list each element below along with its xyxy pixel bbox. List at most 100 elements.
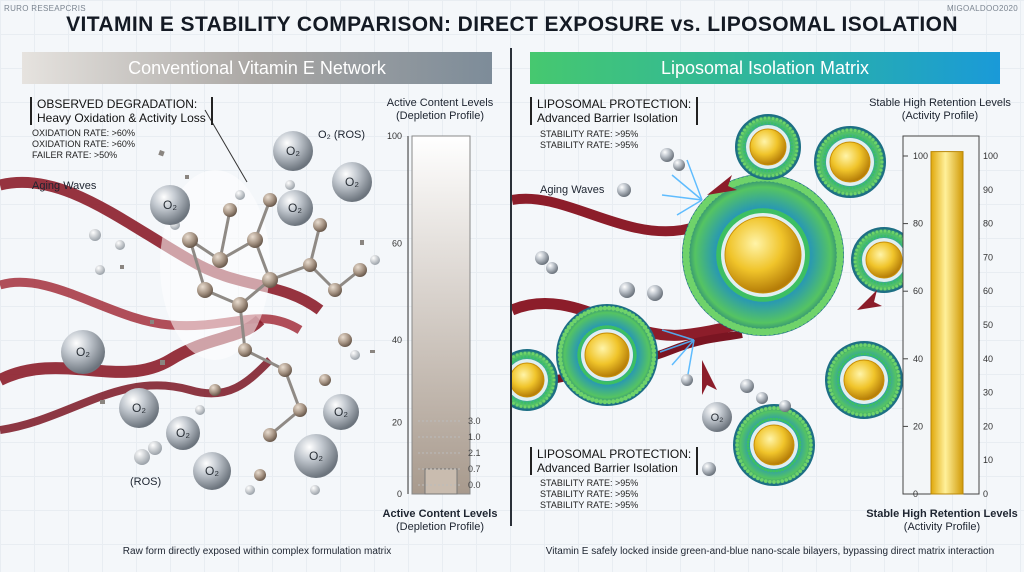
stat-line: STABILITY RATE: >95% [540, 129, 639, 139]
lipid-head [895, 366, 899, 370]
lipid-head [752, 120, 755, 124]
lipid-head-inner [778, 468, 782, 472]
lipid-head [887, 287, 891, 291]
lipid-head-inner [756, 463, 760, 467]
lipid-head-inner [542, 394, 546, 397]
lipid-head-inner [824, 168, 827, 172]
lipid-head-inner [749, 454, 753, 458]
left-chart-footer-line1: Active Content Levels [382, 508, 498, 520]
lipid-head [788, 164, 792, 168]
right-caption: Vitamin E safely locked inside green-and… [545, 546, 995, 557]
lipid-head [875, 230, 879, 234]
lipid-head-inner [839, 136, 843, 139]
lipid-head [539, 401, 542, 405]
lipid-head-inner [863, 404, 867, 408]
oxygen-spheres-left [61, 131, 372, 490]
lipid-head-inner [603, 325, 608, 329]
degradation-title: OBSERVED DEGRADATION: [37, 97, 198, 111]
lipid-head-inner [749, 162, 752, 165]
lipid-head-inner [548, 382, 551, 385]
lipid-head-inner [783, 466, 787, 470]
lipid-head [871, 182, 875, 186]
lipid-head [859, 413, 863, 417]
lipid-head [626, 311, 632, 316]
lipid-head [776, 479, 780, 484]
lipid-head-inner [743, 140, 746, 144]
lipid-head [564, 328, 569, 334]
lipid-head-inner [767, 121, 771, 125]
lipid-head [615, 398, 620, 404]
lipid-head [801, 466, 805, 470]
lipid-head-inner [836, 380, 840, 383]
y-tick-label-right: 60 [983, 286, 993, 296]
aging-waves-label-right: Aging Waves [540, 184, 605, 196]
lipid-head [755, 118, 759, 122]
oxygen-sphere-large [702, 402, 732, 432]
lipid-head [759, 408, 764, 412]
lipid-head-inner [828, 177, 832, 181]
lipid-head [875, 410, 879, 415]
lipid-head [845, 192, 849, 196]
left-chart-title: Active Content Levels (Depletion Profile… [375, 97, 505, 123]
lipid-head-inner [786, 421, 790, 425]
lipid-head [792, 157, 796, 161]
lipid-head-inner [548, 375, 551, 378]
lipid-head-inner [887, 384, 891, 388]
lipid-head [738, 151, 742, 155]
lipid-head [582, 311, 588, 316]
vitamin-e-core [753, 424, 795, 466]
lipid-head-inner [873, 167, 877, 170]
lipid-head [874, 179, 878, 183]
lipid-head-inner [795, 454, 799, 458]
panel-divider [510, 48, 512, 526]
lipid-head [788, 476, 792, 481]
lipid-head-inner [884, 364, 887, 367]
lipid-head [841, 129, 845, 133]
lipid-head [883, 229, 887, 233]
lipid-head [523, 351, 527, 355]
lipid-head [827, 372, 832, 376]
lipid-head [864, 281, 868, 285]
lipid-head [859, 241, 863, 245]
lipid-head [893, 394, 897, 398]
lipid-head [619, 397, 624, 402]
lipid-head-inner [743, 150, 746, 154]
lipid-head [867, 343, 871, 348]
lipid-head [882, 349, 887, 354]
lipid-head-inner [860, 352, 864, 356]
lipid-head [594, 306, 599, 312]
lipid-head [738, 459, 743, 463]
lipid-head-inner [859, 263, 862, 267]
lipid-head-inner [524, 401, 527, 405]
lipid-head [650, 344, 656, 349]
lipid-head [837, 402, 841, 407]
right-chart-title-line1: Stable High Retention Levels [869, 97, 1011, 109]
lipid-head-inner [862, 182, 865, 186]
lipid-head [867, 412, 871, 417]
lipid-head-inner [766, 418, 770, 422]
lipid-head [893, 362, 897, 366]
y-tick-label-left: 40 [913, 354, 923, 364]
lipid-head-inner [854, 403, 858, 406]
lipid-head-inner [824, 152, 827, 156]
lipid-head-inner [764, 169, 767, 173]
lipid-head [879, 287, 883, 291]
lipid-head-inner [764, 121, 767, 125]
lipid-head [779, 171, 783, 175]
lipid-head-inner [887, 387, 890, 391]
lipid-head-inner [787, 133, 790, 136]
left-chart-footer-line2: (Depletion Profile) [395, 521, 485, 533]
lipid-head-inner [748, 434, 751, 438]
lipid-head-inner [887, 369, 890, 373]
lipid-head [898, 234, 902, 238]
stat-line: OXIDATION RATE: >60% [32, 139, 135, 149]
svg-text:O₂: O₂ [286, 144, 300, 158]
lipid-head [558, 344, 564, 349]
degradation-callout: OBSERVED DEGRADATION: Heavy Oxidation & … [30, 97, 213, 125]
lipid-head-inner [863, 352, 867, 356]
lipid-head-inner [876, 282, 880, 285]
lipid-head [746, 417, 750, 421]
lipid-head [743, 162, 747, 166]
lipid-head-inner [782, 127, 786, 131]
